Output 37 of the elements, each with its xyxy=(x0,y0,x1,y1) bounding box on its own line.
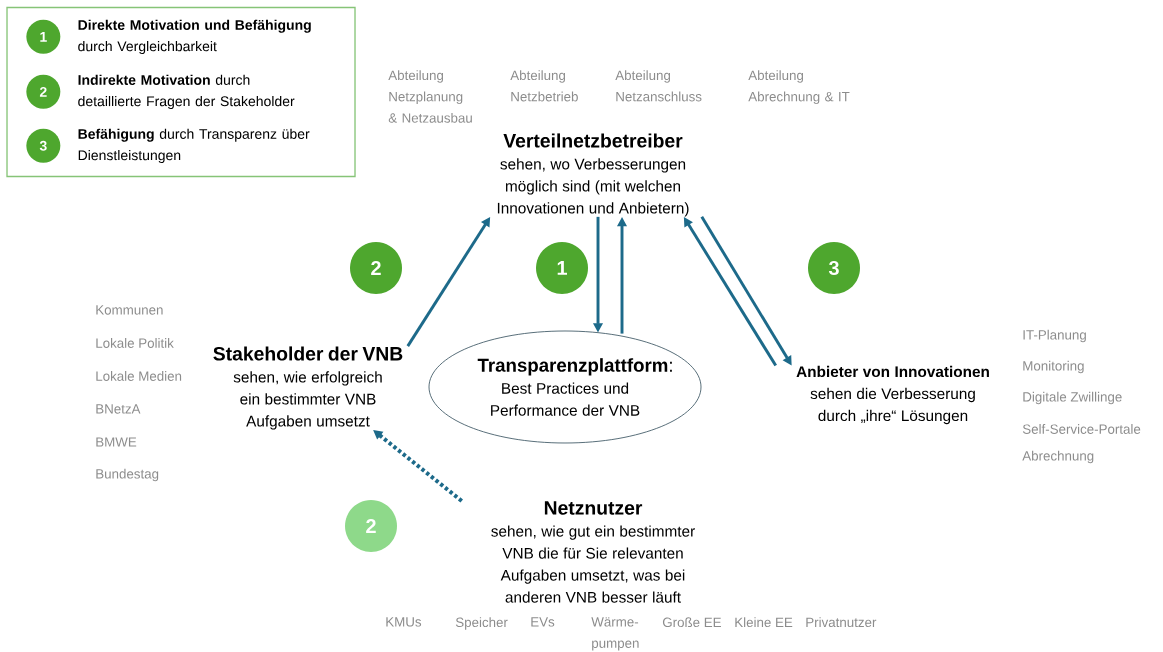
group-description: Netznutzer sehen, wie gut ein bestimmter VNB die für Sie relevanten Aufgaben umsetzt, was bei anderen VNB besser läuft xyxy=(491,501,695,603)
category-label: Lokale Medien xyxy=(96,371,182,381)
category-label: Große EE xyxy=(662,617,721,628)
category-label: Digitale Zwillinge xyxy=(1023,391,1122,405)
category-label: EVs xyxy=(531,617,555,627)
category-label: Abteilung Netzbetrieb xyxy=(510,70,578,102)
category-label: Abrechnung xyxy=(1022,450,1094,464)
legend-text: Indirekte Motivation durch detaillierte Fragen der Stakeholder xyxy=(78,74,295,109)
category-label: Abteilung Netzplanung & Netzausbau xyxy=(388,70,472,123)
category-label: Bundestag xyxy=(96,468,159,482)
group-description: Verteilnetzbetreiber sehen, wo Verbesserungen möglich sind (mit welchen Innovationen und Anbietern) xyxy=(497,133,689,217)
legend-text: Direkte Motivation und Befähigung durch Vergleichbarkeit xyxy=(78,19,311,54)
category-label: Kleine EE xyxy=(735,617,793,628)
legend-box xyxy=(6,6,356,178)
number-badge: 2 xyxy=(350,242,402,294)
number-badge: 2 xyxy=(345,500,397,552)
number-badge: 3 xyxy=(808,242,860,294)
number-badge: 1 xyxy=(536,242,588,294)
category-label: IT-Planung xyxy=(1023,329,1086,343)
category-label: Abteilung Netzanschluss xyxy=(615,70,702,102)
category-label: Lokale Politik xyxy=(96,338,174,348)
category-label: Self-Service-Portale xyxy=(1022,424,1141,434)
category-label: Speicher xyxy=(455,617,508,630)
number-badge: 1 xyxy=(26,19,61,54)
legend-text: Befähigung durch Transparenz über Dienstleistungen xyxy=(78,128,310,163)
group-description: Anbieter von Innovationen sehen die Verbesserung durch „ihre“ Lösungen xyxy=(796,365,989,425)
category-label: KMUs xyxy=(386,617,422,627)
category-label: BNetzA xyxy=(96,404,141,414)
category-label: Privatnutzer xyxy=(806,617,877,628)
number-badge: 3 xyxy=(26,128,61,163)
number-badge: 2 xyxy=(26,74,61,109)
category-label: BMWE xyxy=(96,437,137,447)
category-label: Monitoring xyxy=(1023,360,1084,374)
category-label: Abteilung Abrechnung & IT xyxy=(748,70,850,104)
group-description: Stakeholder der VNB sehen, wie erfolgreich ein bestimmter VNB Aufgaben umsetzt xyxy=(213,346,403,430)
category-label: Kommunen xyxy=(96,305,163,315)
category-label: Wärme- pumpen xyxy=(591,617,639,651)
